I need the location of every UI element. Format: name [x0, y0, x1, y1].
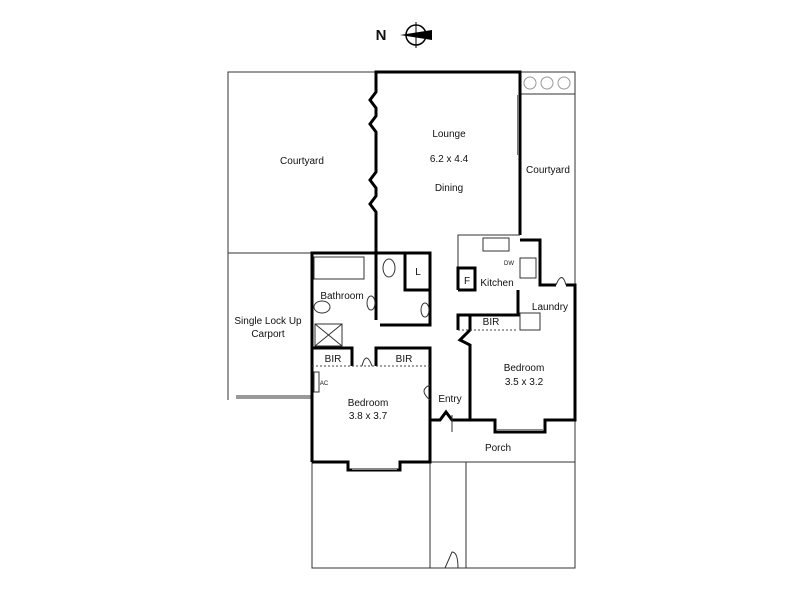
bathtub-icon	[313, 256, 365, 280]
carport-label: Single Lock Up	[234, 316, 302, 327]
carport-label-2: Carport	[251, 329, 285, 340]
dining-label: Dining	[435, 183, 463, 194]
laundry-cupboard-label: L	[415, 267, 421, 278]
kitchen-label: Kitchen	[480, 278, 513, 289]
bedroom1-walls	[312, 371, 432, 472]
north-label: N	[376, 27, 387, 44]
bir-label: BIR	[396, 354, 413, 365]
bathroom-label: Bathroom	[320, 291, 363, 302]
lounge-walls	[368, 70, 522, 253]
bir-label: BIR	[325, 354, 342, 365]
basin-icon	[366, 295, 376, 311]
sink-icon	[482, 237, 510, 252]
bathroom-walls	[310, 251, 432, 462]
fridge-label: F	[464, 276, 470, 287]
laundry-trough-icon	[519, 312, 541, 331]
shower-icon	[314, 323, 343, 347]
compass-icon	[400, 22, 432, 48]
aircon-label: AC	[320, 381, 329, 387]
toilet-icon	[313, 300, 331, 314]
entry-label: Entry	[438, 394, 461, 405]
kitchen-walls	[456, 234, 577, 340]
courtyard-left-label: Courtyard	[280, 156, 324, 167]
garden-plants	[519, 71, 576, 95]
bedroom2-label: Bedroom	[504, 363, 545, 374]
bedroom1-label: Bedroom	[348, 398, 389, 409]
porch-label: Porch	[485, 443, 511, 454]
laundry-label: Laundry	[532, 302, 568, 313]
bir-label: BIR	[483, 317, 500, 328]
cooktop-icon	[519, 257, 537, 279]
basin-icon	[420, 302, 430, 318]
courtyard-right-label: Courtyard	[526, 165, 570, 176]
bedroom1-size: 3.8 x 3.7	[349, 411, 388, 422]
bedroom2-walls	[430, 313, 577, 434]
lounge-label: Lounge	[432, 129, 466, 140]
bedroom2-size: 3.5 x 3.2	[505, 377, 544, 388]
dishwasher-label: DW	[504, 261, 514, 267]
toilet-icon	[382, 258, 396, 278]
lounge-size: 6.2 x 4.4	[430, 154, 469, 165]
